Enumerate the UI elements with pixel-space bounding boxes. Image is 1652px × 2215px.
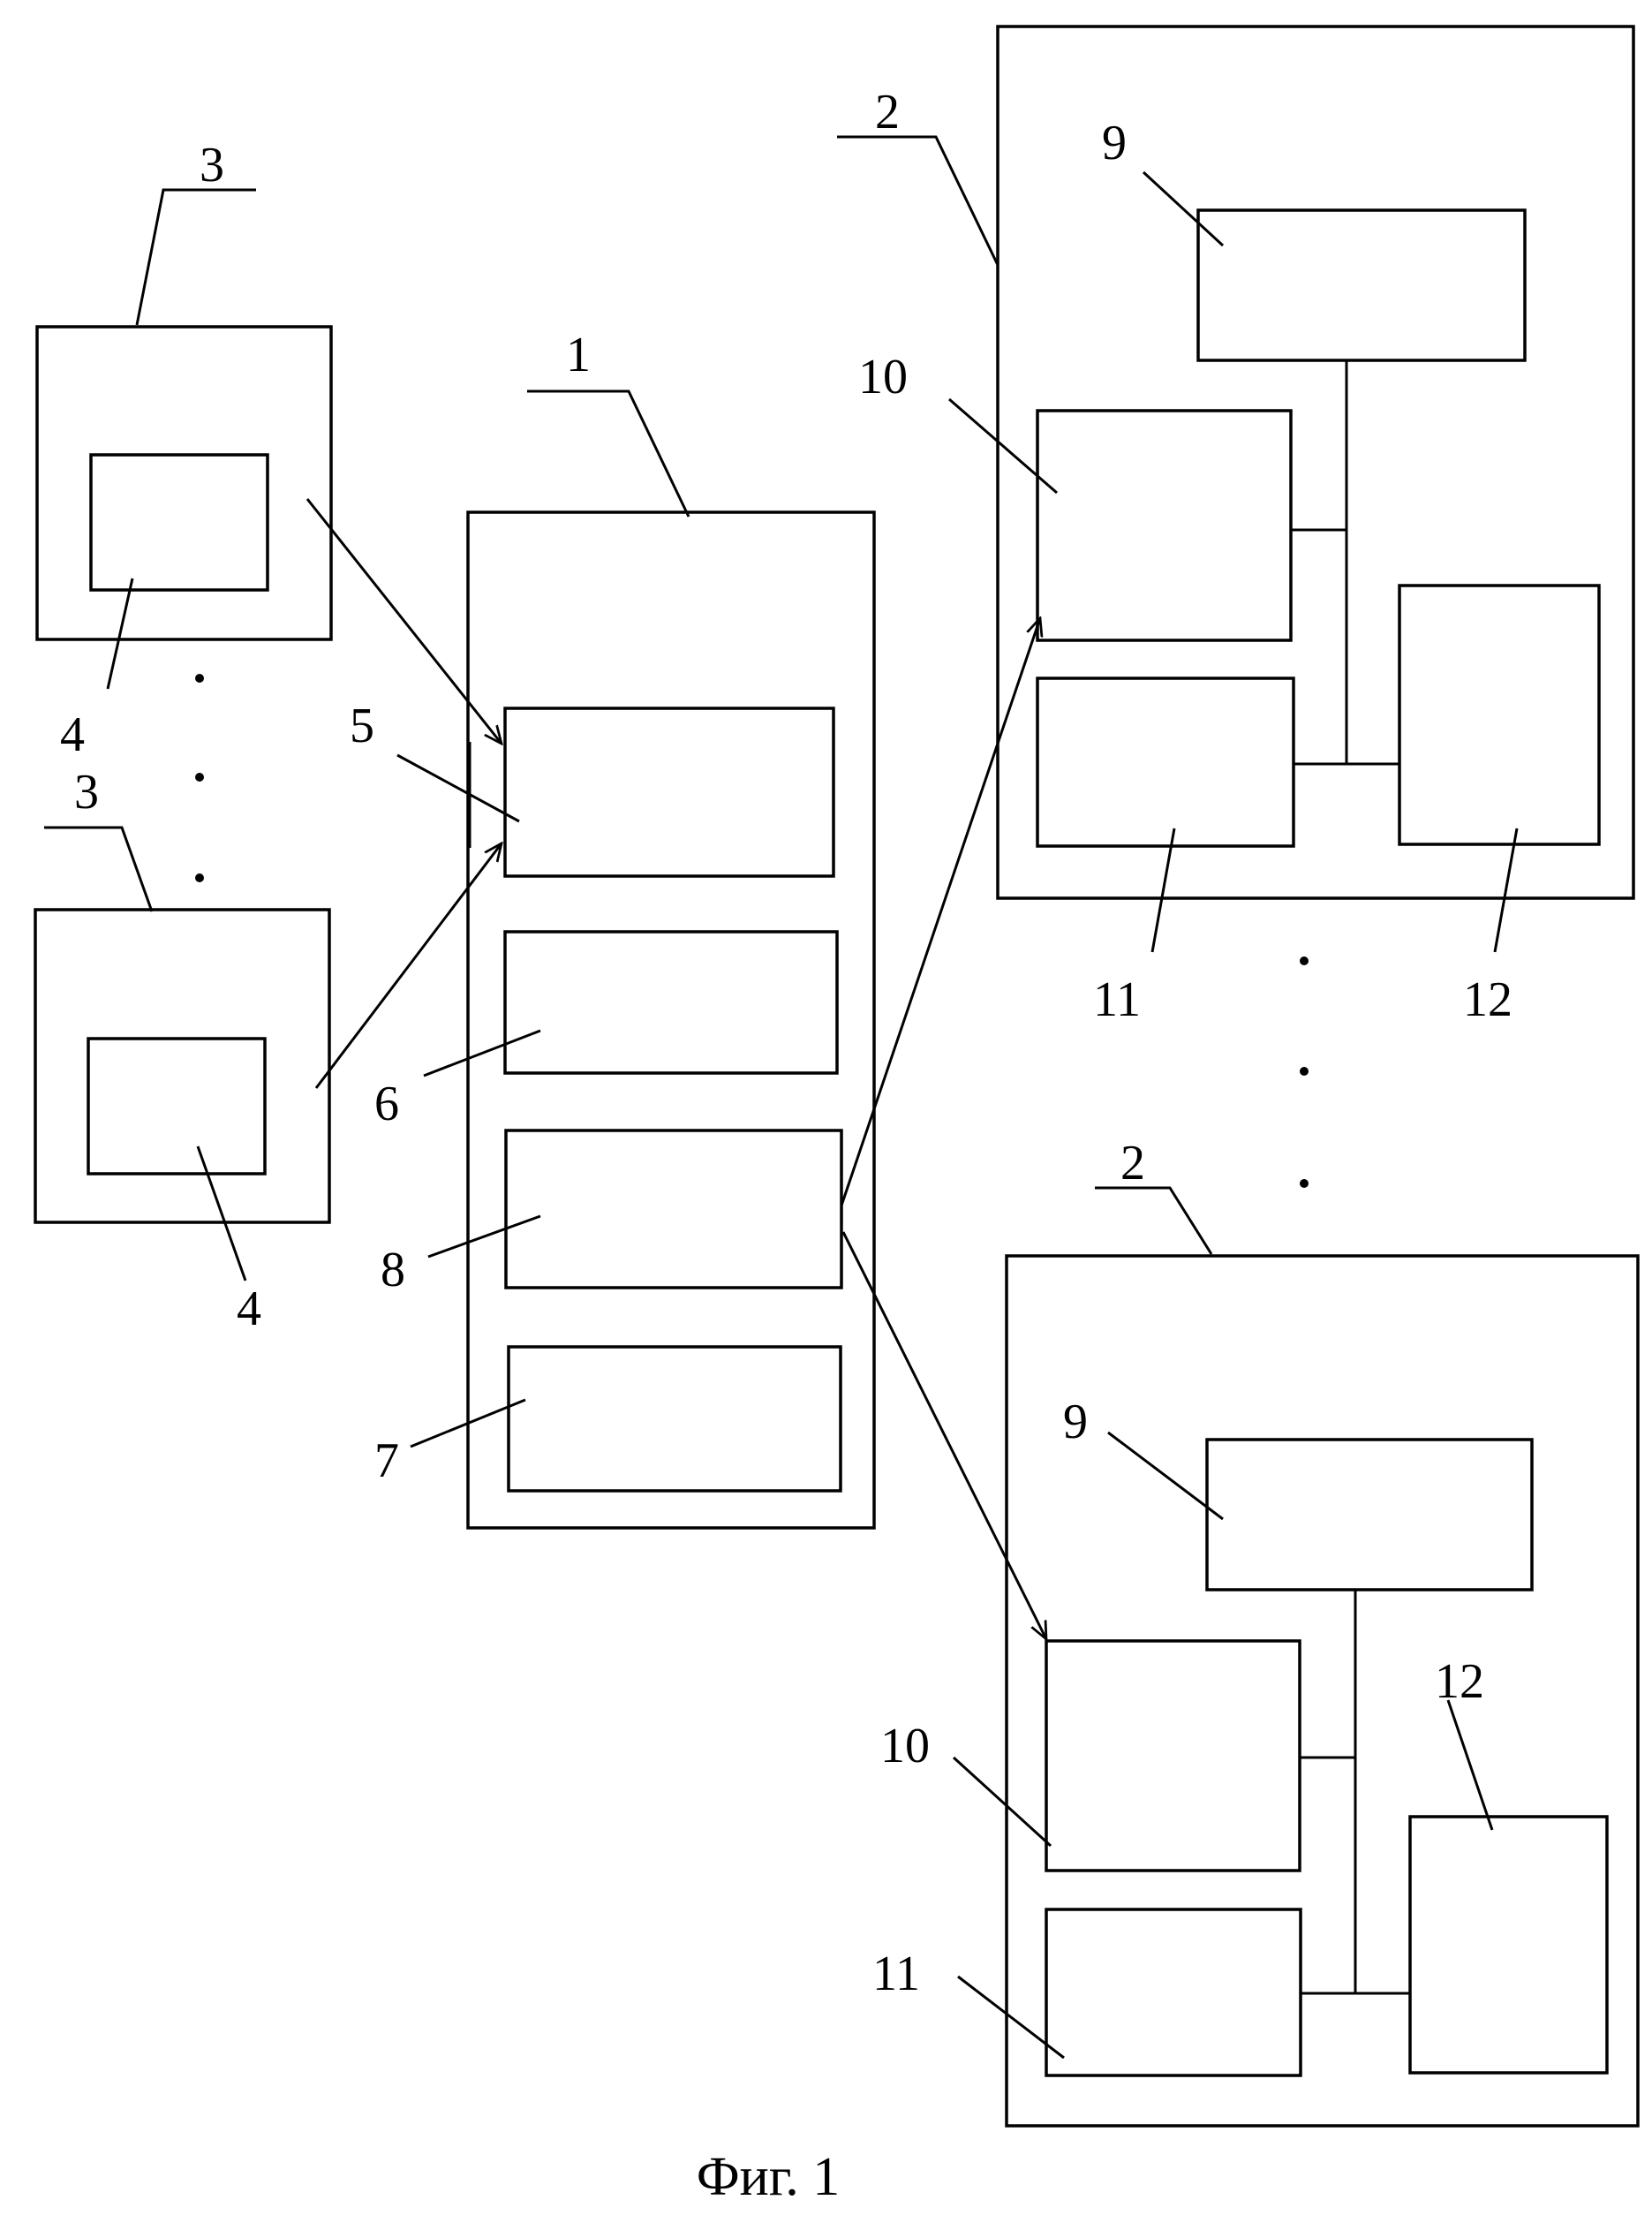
- leader-line: [949, 399, 1057, 493]
- leader-line: [44, 828, 152, 911]
- block-8-box: [506, 1130, 841, 1288]
- block-12-box: [1399, 586, 1599, 844]
- block-10-box: [1037, 411, 1291, 640]
- label-block-5: 5: [350, 699, 374, 753]
- source-unit-frame: [35, 910, 329, 1222]
- label-source-module: 4: [237, 1281, 261, 1336]
- label-block-7: 7: [374, 1433, 399, 1488]
- leader-line: [428, 1216, 540, 1257]
- block-10-box: [1046, 1641, 1300, 1871]
- leader-line: [1448, 1700, 1492, 1830]
- ellipsis-dot: [195, 773, 204, 782]
- receiver-unit-frame: [998, 26, 1633, 898]
- leader-line: [527, 391, 689, 517]
- leader-line: [198, 1146, 245, 1281]
- reference-numerals: 3 4 3 4 1 5 6 8 7 2 9 10 11 12 2 9 12 10…: [60, 85, 1512, 2001]
- label-block-12: 12: [1435, 1654, 1484, 1709]
- label-block-11: 11: [1093, 972, 1141, 1027]
- label-block-9: 9: [1102, 116, 1127, 170]
- leader-line: [1495, 828, 1517, 952]
- receiver-unit-frame: [1007, 1256, 1638, 2126]
- leader-line: [837, 137, 998, 265]
- ellipsis-dot: [195, 674, 204, 683]
- leader-line: [397, 755, 519, 821]
- ellipsis-dot: [1300, 956, 1309, 965]
- label-receiver-unit: 2: [1120, 1136, 1145, 1191]
- block-6-box: [505, 932, 837, 1073]
- source-unit-frame: [37, 327, 331, 639]
- block-7-box: [509, 1347, 841, 1491]
- source-unit-bottom: [35, 910, 329, 1222]
- label-receiver-unit: 2: [875, 85, 900, 140]
- block-5-box: [505, 708, 834, 876]
- label-block-11: 11: [872, 1947, 920, 2001]
- figure-caption: Фиг. 1: [697, 2147, 841, 2207]
- receiver-unit-bottom: [1007, 1256, 1638, 2126]
- block-11-box: [1046, 1909, 1301, 2075]
- arrow-source-to-block-5: [307, 499, 502, 744]
- central-unit-frame: [468, 512, 874, 1528]
- label-central-unit: 1: [566, 328, 591, 382]
- leader-line: [108, 578, 132, 689]
- central-unit: [468, 512, 874, 1528]
- leader-line: [958, 1977, 1064, 2058]
- ellipsis-dot: [195, 873, 204, 882]
- label-source-unit: 3: [74, 765, 99, 820]
- source-module-box: [88, 1039, 265, 1174]
- block-9-box: [1198, 210, 1525, 360]
- label-block-12: 12: [1463, 972, 1512, 1027]
- leader-line: [1095, 1188, 1211, 1254]
- label-block-10: 10: [880, 1719, 930, 1773]
- block-9-box: [1207, 1440, 1532, 1590]
- block-12-box: [1410, 1817, 1607, 2073]
- label-block-9: 9: [1063, 1395, 1088, 1449]
- arrow-block-8-to-block-10: [841, 618, 1040, 1206]
- ellipsis-dot: [1300, 1179, 1309, 1188]
- label-source-module: 4: [60, 707, 85, 762]
- source-unit-top: [37, 327, 331, 639]
- label-block-6: 6: [374, 1077, 399, 1131]
- label-block-10: 10: [858, 350, 908, 404]
- label-source-unit: 3: [200, 138, 224, 193]
- label-block-8: 8: [381, 1243, 405, 1297]
- block-11-box: [1037, 678, 1294, 846]
- leader-line: [954, 1758, 1051, 1846]
- leader-line: [424, 1031, 540, 1076]
- source-module-box: [91, 455, 268, 590]
- leader-line: [137, 190, 256, 325]
- ellipsis-dot: [1300, 1067, 1309, 1076]
- arrow-source-to-block-5: [316, 843, 502, 1088]
- receiver-unit-top: [998, 26, 1633, 898]
